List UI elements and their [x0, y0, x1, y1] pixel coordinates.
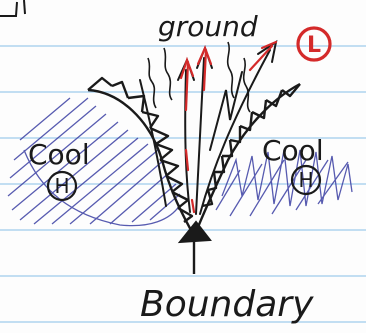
- right-high-pressure-marker: H: [290, 164, 322, 196]
- left-cool-air-shading: [7, 97, 181, 227]
- boundary-pointer: [177, 220, 212, 274]
- left-high-pressure-marker: H: [46, 170, 78, 202]
- low-pressure-marker: L: [296, 26, 332, 62]
- right-front-boundary: [194, 82, 301, 233]
- right-cool-label: Cool: [262, 134, 324, 167]
- ruled-lines: [0, 45, 366, 323]
- convection-squiggles: [147, 41, 251, 113]
- left-high-label: H: [54, 174, 69, 198]
- ground-label: ground: [158, 10, 258, 43]
- boundary-label: Boundary: [140, 284, 314, 325]
- right-cool-air-shading: [215, 149, 353, 217]
- rising-air-arrows: [139, 39, 278, 215]
- corner-mark: [0, 0, 26, 17]
- right-high-label: H: [298, 168, 313, 192]
- left-front-boundary: [87, 76, 194, 233]
- rising-air-red-accents: [179, 40, 278, 214]
- low-pressure-label: L: [307, 33, 321, 58]
- left-high-circle: [46, 170, 78, 202]
- low-pressure-circle: [296, 26, 332, 62]
- right-high-circle: [290, 164, 322, 196]
- boundary-arrowhead: [177, 220, 212, 244]
- left-cool-label: Cool: [28, 138, 90, 171]
